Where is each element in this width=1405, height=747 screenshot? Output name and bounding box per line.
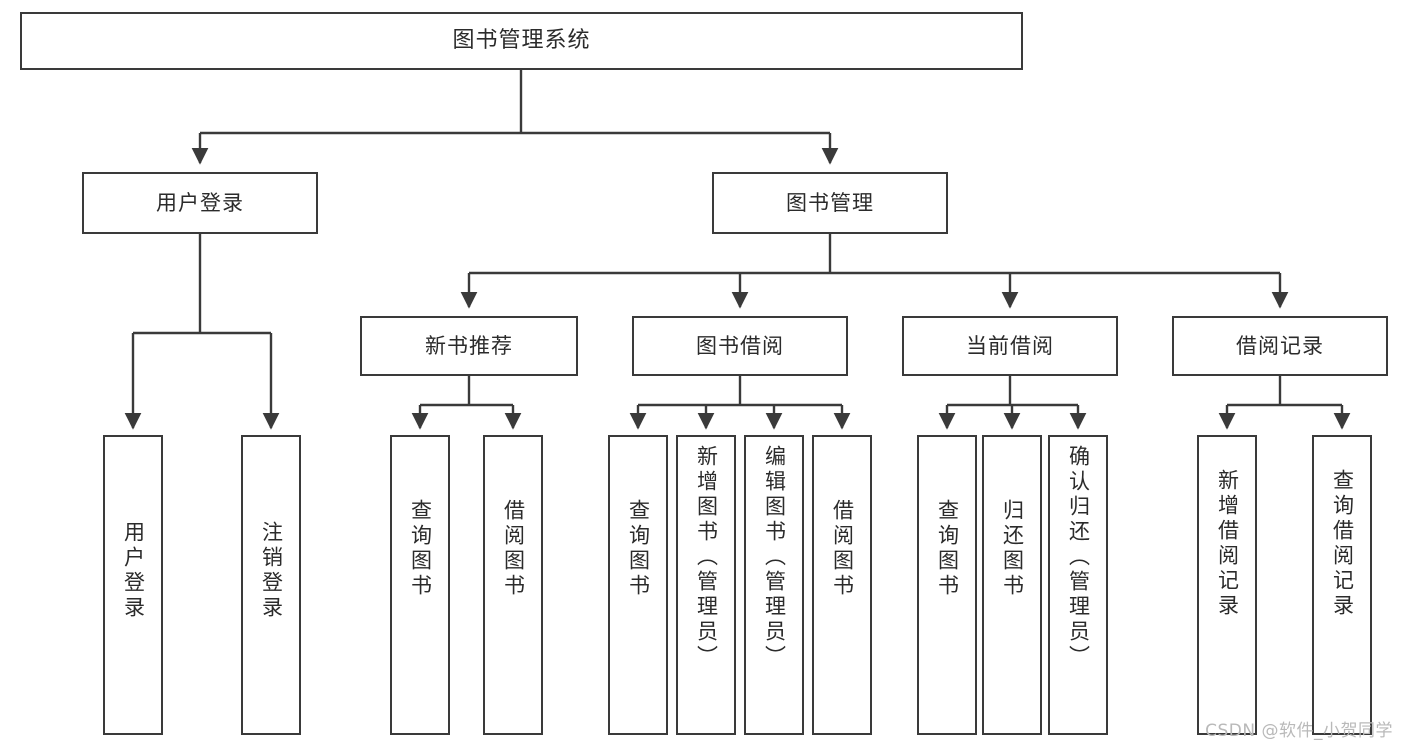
node-leaf-borrow-book-rec[interactable]: 借阅图书: [483, 435, 543, 735]
node-label: 新书推荐: [425, 333, 513, 358]
node-label: 查询借阅记录: [1330, 469, 1355, 619]
node-leaf-query-book-borrow[interactable]: 查询图书: [608, 435, 668, 735]
node-label: 借阅图书: [830, 499, 855, 599]
node-leaf-user-login[interactable]: 用户登录: [103, 435, 163, 735]
node-leaf-add-borrow-record[interactable]: 新增借阅记录: [1197, 435, 1257, 735]
node-leaf-query-book-current[interactable]: 查询图书: [917, 435, 977, 735]
node-leaf-logout[interactable]: 注销登录: [241, 435, 301, 735]
watermark-text: CSDN @软件_小贺同学: [1205, 721, 1393, 741]
node-label: 借阅图书: [501, 499, 526, 599]
node-book-borrow[interactable]: 图书借阅: [632, 316, 848, 376]
node-label: 新增图书（管理员）: [694, 445, 719, 670]
node-root-system[interactable]: 图书管理系统: [20, 12, 1023, 70]
node-label: 用户登录: [121, 521, 146, 621]
node-label: 查询图书: [935, 499, 960, 599]
node-new-book-recommend[interactable]: 新书推荐: [360, 316, 578, 376]
node-label: 归还图书: [1000, 499, 1025, 599]
node-label: 用户登录: [156, 190, 244, 215]
node-label: 确认归还（管理员）: [1066, 445, 1091, 670]
node-label: 新增借阅记录: [1215, 469, 1240, 619]
node-current-borrow[interactable]: 当前借阅: [902, 316, 1118, 376]
node-leaf-add-book-admin[interactable]: 新增图书（管理员）: [676, 435, 736, 735]
node-label: 查询图书: [408, 499, 433, 599]
node-book-manage[interactable]: 图书管理: [712, 172, 948, 234]
node-leaf-return-book[interactable]: 归还图书: [982, 435, 1042, 735]
node-label: 图书管理: [786, 190, 874, 215]
node-borrow-record[interactable]: 借阅记录: [1172, 316, 1388, 376]
node-user-login[interactable]: 用户登录: [82, 172, 318, 234]
node-leaf-confirm-return-admin[interactable]: 确认归还（管理员）: [1048, 435, 1108, 735]
node-label: 图书管理系统: [452, 28, 591, 54]
node-leaf-query-book-rec[interactable]: 查询图书: [390, 435, 450, 735]
node-label: 借阅记录: [1236, 333, 1324, 358]
node-label: 注销登录: [259, 521, 284, 621]
node-leaf-borrow-book[interactable]: 借阅图书: [812, 435, 872, 735]
node-leaf-edit-book-admin[interactable]: 编辑图书（管理员）: [744, 435, 804, 735]
node-label: 当前借阅: [966, 333, 1054, 358]
node-leaf-query-borrow-record[interactable]: 查询借阅记录: [1312, 435, 1372, 735]
node-label: 图书借阅: [696, 333, 784, 358]
node-label: 编辑图书（管理员）: [762, 445, 787, 670]
node-label: 查询图书: [626, 499, 651, 599]
